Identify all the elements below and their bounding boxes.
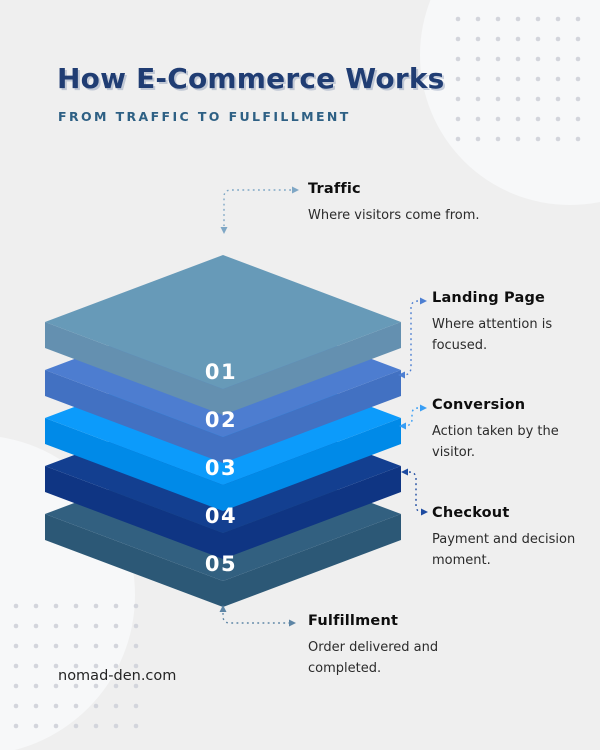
connector-conversion-arrow-left-icon: [399, 422, 406, 430]
decor-dot-grid-bottom-left: [6, 596, 148, 738]
connector-fulfillment-line: [222, 613, 289, 624]
annotation-checkout-title: Checkout: [432, 505, 510, 521]
annotation-landing-page-title: Landing Page: [432, 290, 546, 306]
annotation-conversion: Conversion Action taken by the visitor.: [432, 397, 564, 464]
layer-4-left-face: [45, 466, 223, 559]
page-title: How E-Commerce Works: [57, 62, 445, 95]
connector-fulfillment: [219, 605, 296, 627]
connector-checkout-line: [408, 471, 423, 513]
connector-landing-arrow-left-icon: [398, 371, 405, 379]
connector-landing-line: [404, 300, 419, 376]
connector-landing-page: [398, 297, 427, 379]
connector-traffic: [220, 186, 299, 234]
annotation-fulfillment-description: Order delivered and completed.: [308, 640, 439, 676]
connector-traffic-line: [223, 189, 291, 226]
layer-1-number: 01: [205, 360, 237, 384]
annotation-landing-page-description: Where attention is focused.: [432, 317, 553, 353]
connector-traffic-arrow-down-icon: [220, 227, 228, 234]
page-subtitle: FROM TRAFFIC TO FULFILLMENT: [58, 109, 351, 124]
layer-5-left-face: [45, 514, 223, 607]
connector-checkout-arrow-right-icon: [421, 508, 428, 516]
connector-conversion: [399, 404, 427, 430]
annotation-fulfillment-title: Fulfillment: [308, 613, 399, 629]
connector-landing-arrow-right-icon: [420, 297, 427, 305]
layer-1-right-face: [223, 322, 401, 415]
annotation-conversion-title: Conversion: [432, 397, 526, 413]
layer-3-right-face: [223, 418, 401, 511]
layer-4-number: 04: [205, 504, 237, 528]
layer-1-left-face: [45, 322, 223, 415]
connector-conversion-arrow-right-icon: [420, 404, 427, 412]
decor-dot-grid-top-right: [448, 9, 590, 151]
connector-fulfillment-arrow-up-icon: [219, 605, 227, 612]
annotation-checkout-description: Payment and decision moment.: [432, 532, 576, 568]
layer-2-left-face: [45, 370, 223, 463]
layer-5-number: 05: [205, 552, 237, 576]
layer-numbers: 01 02 03 04 05: [205, 360, 237, 576]
annotation-traffic-title: Traffic: [308, 181, 361, 197]
annotation-conversion-description: Action taken by the visitor.: [432, 424, 559, 460]
stack-layer-1-traffic: [45, 255, 401, 415]
annotation-landing-page: Landing Page Where attention is focused.: [432, 290, 560, 357]
layer-5-right-face: [223, 514, 401, 607]
annotation-traffic-description: Where visitors come from.: [308, 208, 480, 223]
connector-checkout-arrow-left-icon: [401, 468, 408, 476]
connector-traffic-arrow-right-icon: [292, 186, 299, 194]
annotation-checkout: Checkout Payment and decision moment.: [432, 505, 578, 572]
brand-url: nomad-den.com: [58, 668, 177, 684]
layer-2-right-face: [223, 370, 401, 463]
connector-checkout: [401, 468, 428, 516]
layer-3-number: 03: [205, 456, 237, 480]
layer-3-left-face: [45, 418, 223, 511]
layer-2-number: 02: [205, 408, 237, 432]
connector-fulfillment-arrow-right-icon: [289, 619, 296, 627]
layer-1-top-face: [45, 255, 401, 389]
annotation-fulfillment: Fulfillment Order delivered and complete…: [308, 613, 460, 680]
annotation-traffic: Traffic Where visitors come from.: [308, 181, 538, 227]
layer-4-right-face: [223, 466, 401, 559]
connector-conversion-line: [405, 407, 419, 427]
